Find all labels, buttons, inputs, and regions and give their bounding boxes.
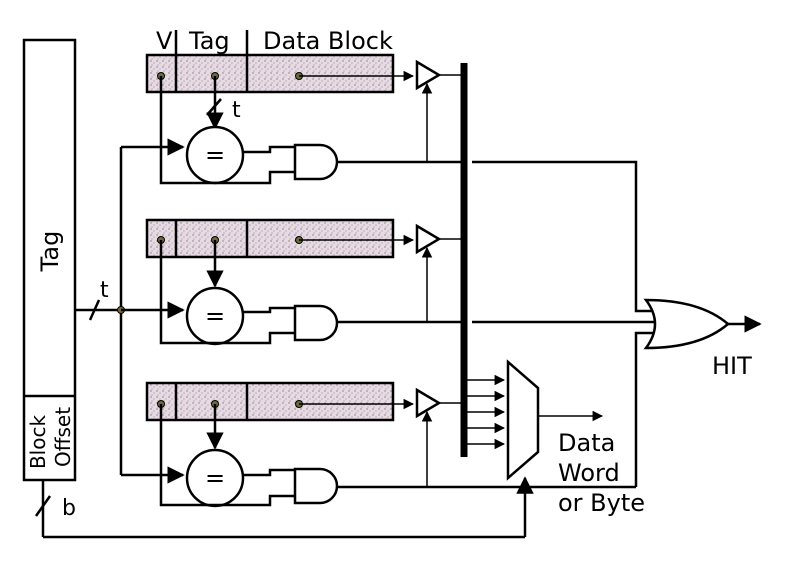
way-1-comparator-label: = — [205, 141, 225, 169]
cache-way-3: = — [121, 381, 636, 508]
offset-width-tick — [34, 495, 52, 517]
way-3-and-gate — [293, 467, 339, 505]
address-tag-field-label: Tag — [36, 231, 64, 273]
way-1-line — [145, 53, 395, 94]
way-2-line — [145, 218, 395, 259]
address-offset-label-block: Block — [26, 415, 50, 470]
address-register-box — [22, 38, 77, 482]
way-3-line — [145, 381, 395, 422]
way-1-tag-width-label: t — [232, 98, 241, 123]
data-output-label-line3: or Byte — [558, 489, 645, 517]
tag-column-label: Tag — [188, 27, 230, 55]
tag-width-label: t — [100, 278, 109, 303]
way-1-and-gate — [293, 143, 339, 181]
data-block-column-label: Data Block — [263, 27, 393, 55]
hit-output-label: HIT — [712, 352, 752, 380]
way-2-comparator-label: = — [205, 302, 225, 330]
data-output-mux — [467, 359, 604, 481]
cache-way-2: = — [121, 218, 462, 346]
way-3-comparator-label: = — [205, 464, 225, 492]
offset-width-label: b — [62, 496, 76, 521]
hit-line-way-3 — [634, 331, 654, 487]
cache-way-1: t = — [121, 53, 462, 185]
way-1-tag-width-tick — [206, 98, 222, 116]
tag-width-tick — [88, 299, 101, 321]
way-3-data-buffer — [415, 387, 442, 419]
address-register: Tag Block Offset — [22, 38, 77, 482]
way-2-and-gate — [293, 304, 339, 342]
hit-line-way-1 — [472, 160, 654, 313]
valid-column-label: V — [156, 27, 173, 55]
address-offset-label-offset: Offset — [51, 407, 75, 467]
way-1-data-buffer — [415, 59, 442, 91]
mux-shape — [506, 359, 540, 481]
data-output-label-line1: Data — [558, 429, 615, 457]
hit-or-gate — [643, 298, 730, 350]
way-2-data-buffer — [415, 223, 442, 255]
data-output-label-line2: Word — [558, 459, 620, 487]
